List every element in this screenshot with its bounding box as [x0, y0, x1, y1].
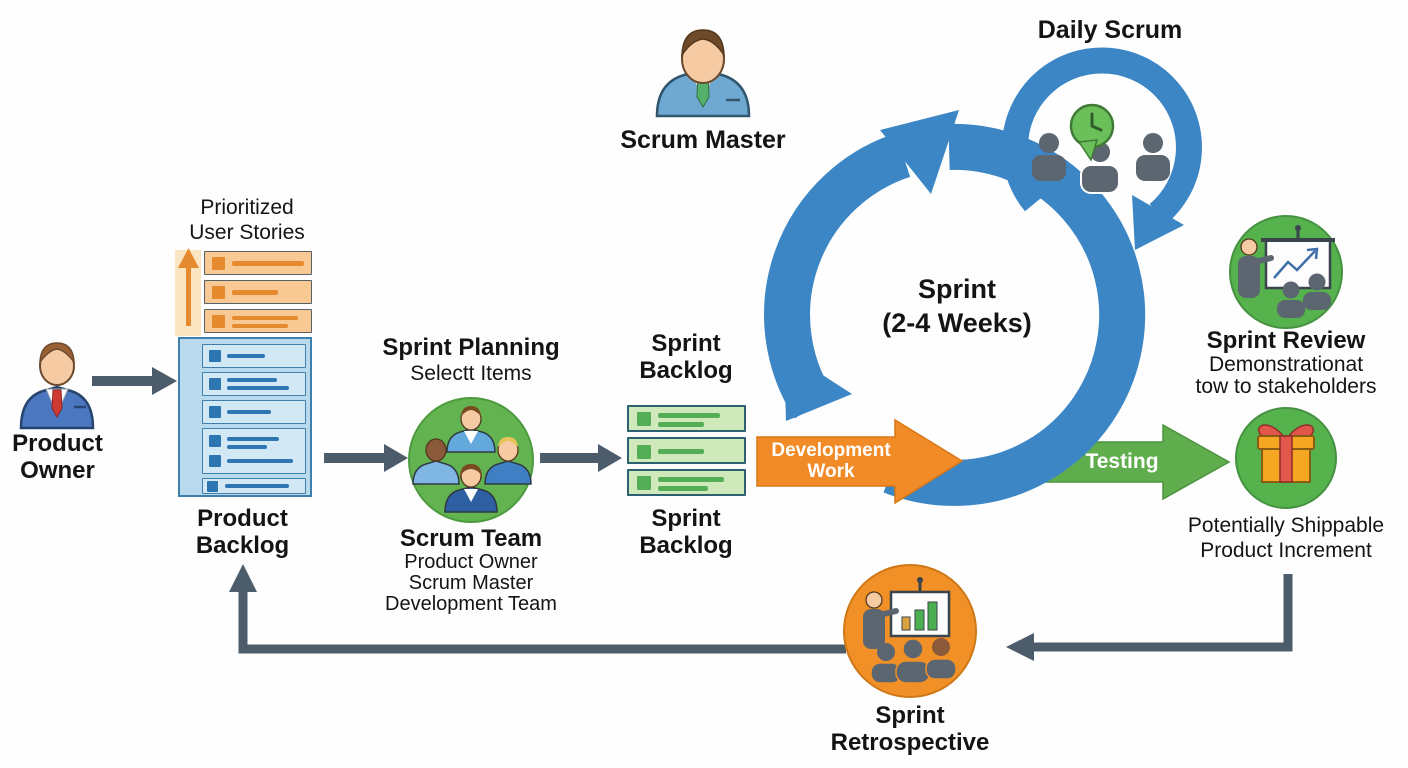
sprint-review-sub1-text: Demonstrationat [1208, 353, 1364, 376]
sprint-planning-title: Sprint Planning [370, 334, 572, 362]
sprint-review-sub2-text: tow to stakeholders [1195, 375, 1377, 398]
scrum-team-text: Scrum Team [399, 525, 543, 552]
sprint-line1: Sprint [918, 274, 996, 304]
scrum-master-text: Scrum Master [620, 126, 786, 154]
prioritized-line2: User Stories [189, 221, 305, 244]
arrow-retro-to-backlog [229, 564, 846, 654]
backlog-item [202, 478, 306, 494]
sprint-review-text: Sprint Review [1206, 327, 1366, 354]
gift-icon [1235, 407, 1337, 509]
sprint-backlog-top-line2: Backlog [639, 357, 733, 384]
sprint-backlog-bottom-line2: Backlog [639, 532, 733, 559]
increment-line1: Potentially Shippable [1187, 514, 1385, 537]
scrum-team-icon [408, 397, 534, 523]
scrum-team-member: Product Owner [404, 551, 538, 573]
development-work-arrow [756, 418, 964, 505]
priority-up-arrow-icon [175, 248, 201, 336]
retrospective-line2: Retrospective [830, 729, 990, 756]
sprint-review-sub2: tow to stakeholders [1184, 375, 1388, 399]
sprint-backlog-item [627, 437, 746, 464]
prioritized-line1: Prioritized [200, 196, 294, 219]
product-owner-person-icon [19, 342, 95, 430]
meeting-clock-bubble-icon [1032, 103, 1170, 194]
scrum-master-label: Scrum Master [603, 126, 803, 155]
story-item [204, 251, 312, 275]
story-item [204, 280, 312, 304]
arrow-team-to-sprintbacklog [540, 444, 622, 472]
development-work-label: Development Work [762, 440, 900, 482]
daily-scrum-label: Daily Scrum [1020, 16, 1200, 45]
sprint-backlog-bottom-line1: Sprint [651, 505, 721, 532]
daily-scrum-loop-icon [1001, 47, 1202, 250]
product-backlog-label: Product Backlog [170, 505, 315, 559]
sprint-backlog-item [627, 469, 746, 496]
product-backlog-line1: Product [197, 505, 288, 532]
arrow-owner-to-backlog [92, 367, 177, 395]
daily-scrum-text: Daily Scrum [1037, 16, 1183, 44]
arrow-increment-to-retro [1006, 574, 1293, 661]
product-increment-label: Potentially Shippable Product Increment [1176, 513, 1396, 563]
sprint-line2: (2-4 Weeks) [882, 308, 1032, 338]
scrum-master-person-icon [655, 29, 751, 118]
sprint-planning-subtitle: Selectt Items [370, 362, 572, 386]
sprint-backlog-top-label: Sprint Backlog [616, 330, 756, 384]
sprint-review-title: Sprint Review [1196, 327, 1376, 355]
sprint-center-label: Sprint (2-4 Weeks) [852, 272, 1062, 340]
product-backlog-list [178, 337, 312, 497]
development-work-line1: Development [771, 440, 891, 461]
backlog-item [202, 344, 306, 368]
scrum-team-member: Scrum Master [408, 572, 534, 594]
backlog-item [202, 428, 306, 474]
scrum-team-members: Product Owner Scrum Master Development T… [370, 552, 572, 615]
scrum-team-title: Scrum Team [370, 525, 572, 553]
development-work-line2: Work [807, 461, 855, 482]
arrow-backlog-to-team [324, 444, 408, 472]
sprint-planning-text: Sprint Planning [382, 334, 560, 361]
backlog-item [202, 372, 306, 396]
product-owner-line1: Product [12, 430, 103, 457]
testing-label: Testing [1062, 450, 1182, 474]
product-owner-label: Product Owner [0, 430, 115, 484]
sprint-review-sub1: Demonstrationat [1190, 353, 1382, 377]
product-backlog-line2: Backlog [195, 532, 290, 559]
testing-text: Testing [1085, 450, 1159, 473]
sprint-retrospective-label: Sprint Retrospective [820, 702, 1000, 756]
sprint-backlog-top-line1: Sprint [651, 330, 721, 357]
product-owner-line2: Owner [20, 457, 95, 484]
sprint-backlog-bottom-label: Sprint Backlog [616, 505, 756, 559]
sprint-retrospective-icon [843, 564, 977, 698]
sprint-backlog-item [627, 405, 746, 432]
backlog-item [202, 400, 306, 424]
sprint-review-icon [1229, 215, 1343, 329]
retrospective-line1: Sprint [875, 702, 945, 729]
sprint-planning-subtitle-text: Selectt Items [410, 362, 532, 385]
story-item [204, 309, 312, 333]
scrum-team-member: Development Team [385, 593, 557, 615]
prioritized-stories-label: Prioritized User Stories [168, 195, 326, 245]
increment-line2: Product Increment [1200, 539, 1372, 562]
